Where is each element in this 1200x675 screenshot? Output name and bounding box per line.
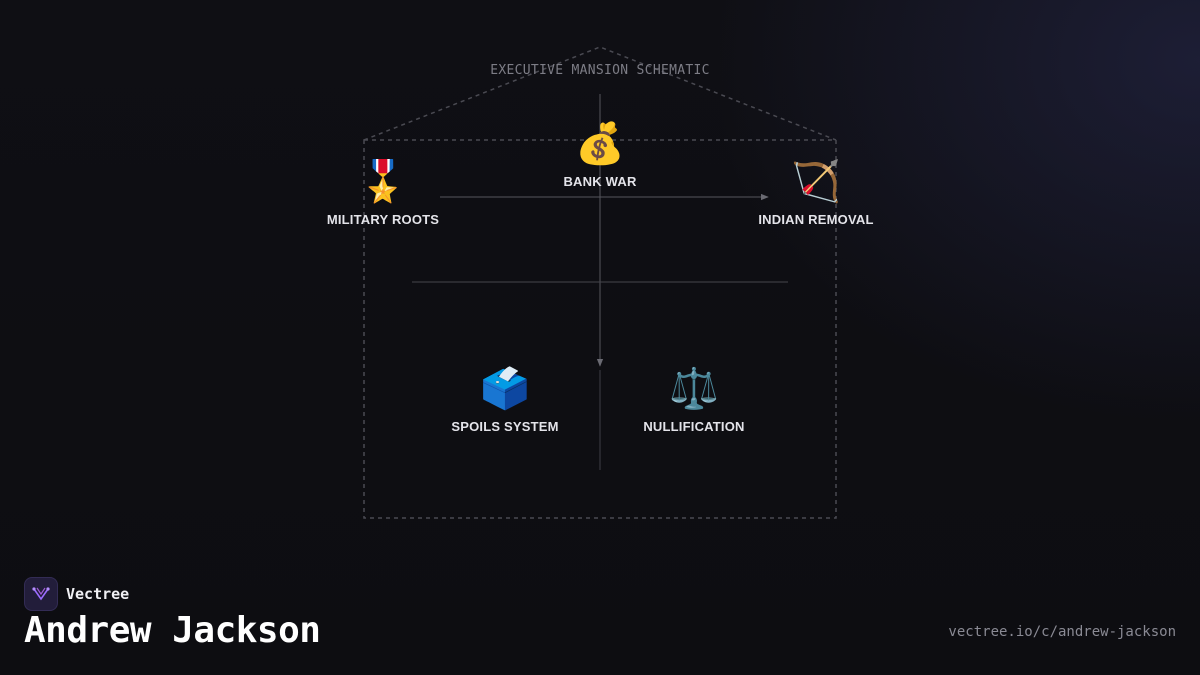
schematic-title: EXECUTIVE MANSION SCHEMATIC [490, 63, 710, 78]
brand: Vectree [24, 577, 129, 611]
node-indian-removal: 🏹 INDIAN REMOVAL [726, 158, 906, 227]
node-label: NULLIFICATION [643, 419, 745, 434]
page-title: Andrew Jackson [24, 610, 321, 651]
page-url[interactable]: vectree.io/c/andrew-jackson [948, 624, 1176, 640]
node-label: SPOILS SYSTEM [451, 419, 559, 434]
money-bag-icon: 💰 [575, 121, 625, 167]
node-bank-war: 💰 BANK WAR [510, 120, 690, 189]
node-nullification: ⚖️ NULLIFICATION [604, 365, 784, 434]
node-label: MILITARY ROOTS [326, 212, 440, 227]
node-label: INDIAN REMOVAL [758, 212, 874, 227]
brand-name: Vectree [66, 585, 130, 603]
bow-and-arrow-icon: 🏹 [791, 159, 841, 205]
node-spoils-system: 🗳️ SPOILS SYSTEM [415, 365, 595, 434]
military-medal-icon: 🎖️ [358, 159, 408, 205]
vectree-logo-icon [24, 577, 58, 611]
node-military-roots: 🎖️ MILITARY ROOTS [293, 158, 473, 227]
ballot-box-icon: 🗳️ [480, 366, 530, 412]
balance-scale-icon: ⚖️ [669, 366, 719, 412]
node-label: BANK WAR [563, 174, 637, 189]
